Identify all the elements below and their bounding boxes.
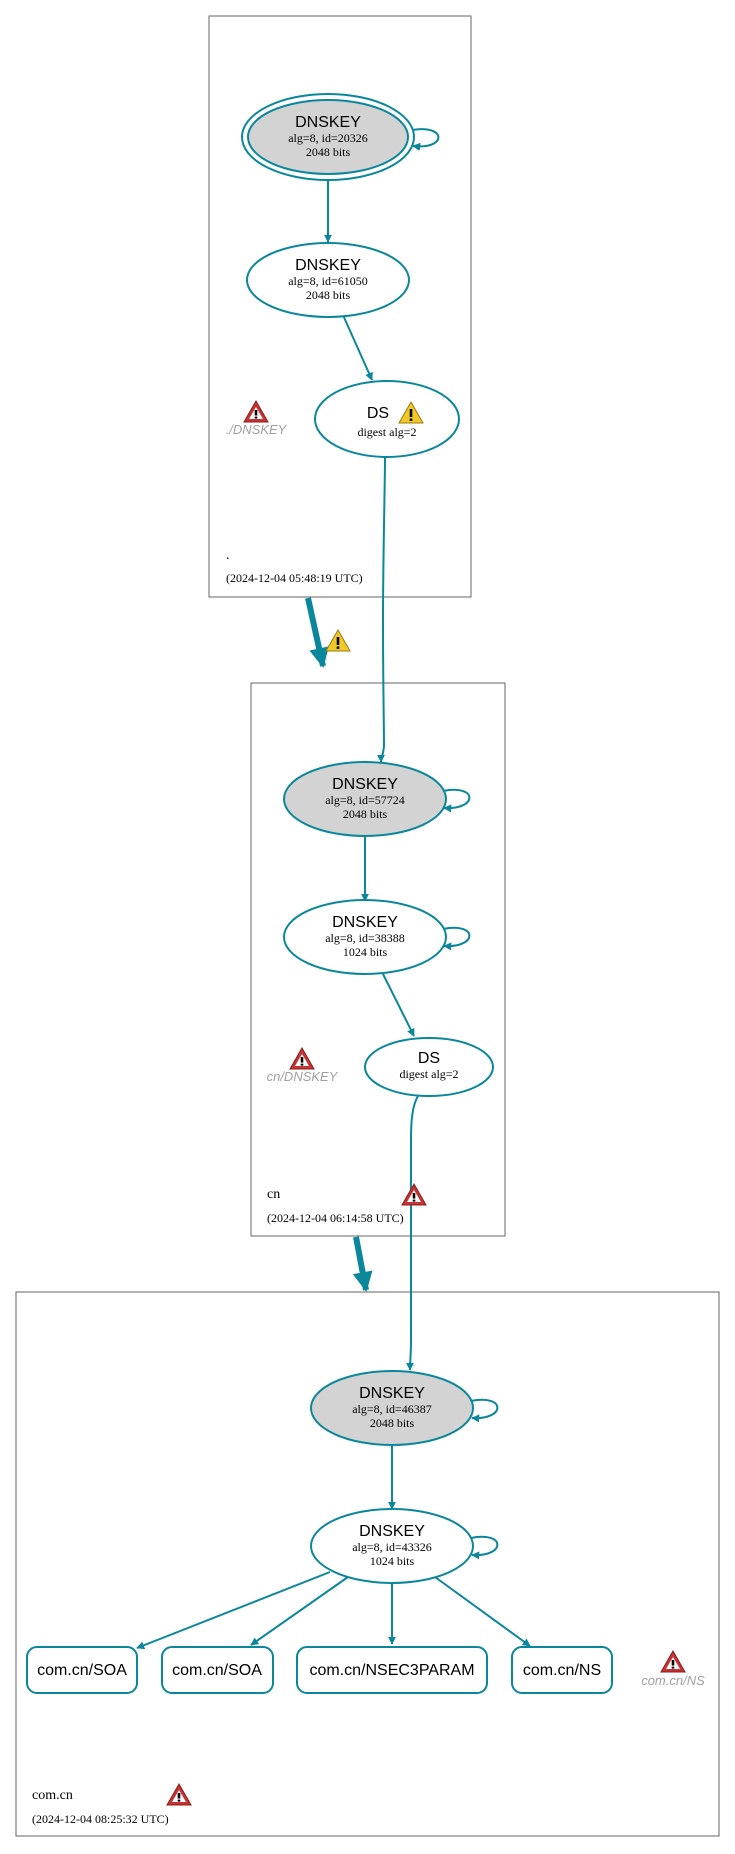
node-root-ksk-title: DNSKEY (295, 114, 361, 131)
edges (136, 128, 531, 1650)
record-soa-1: com.cn/SOA (26, 1646, 138, 1694)
node-root-ds: DS digest alg=2 (314, 380, 460, 458)
delegation-warning-icon (325, 629, 351, 652)
zone-cn-warning-icon (401, 1183, 427, 1206)
edge-comcn-zsk-to-soa2 (250, 1576, 349, 1646)
node-comcn-ksk: DNSKEY alg=8, id=46387 2048 bits (310, 1370, 474, 1446)
node-cn-ksk-line1: alg=8, id=57724 (325, 793, 405, 807)
node-cn-zsk-title: DNSKEY (332, 914, 398, 931)
node-cn-zsk: DNSKEY alg=8, id=38388 1024 bits (283, 899, 447, 975)
record-soa-2: com.cn/SOA (161, 1646, 274, 1694)
warning-comcn-ns: com.cn/NS (641, 1650, 705, 1688)
edge-comcn-zsk-to-soa1 (136, 1571, 331, 1650)
node-root-zsk-line2: 2048 bits (306, 288, 351, 302)
node-root-ds-line1: digest alg=2 (357, 425, 416, 439)
edge-cn-ds-to-comcn-ksk (406, 1095, 419, 1371)
edge-cn-ksk-self (442, 788, 471, 813)
warning-cn-dnskey-label: cn/DNSKEY (267, 1069, 339, 1084)
delegation-root-to-cn (305, 597, 329, 668)
zone-cn-name: cn (267, 1187, 280, 1202)
node-cn-ksk-title: DNSKEY (332, 776, 398, 793)
node-root-zsk-line1: alg=8, id=61050 (288, 274, 368, 288)
node-cn-ksk-line2: 2048 bits (343, 807, 388, 821)
record-ns: com.cn/NS (511, 1646, 613, 1694)
node-comcn-zsk-line1: alg=8, id=43326 (352, 1540, 432, 1554)
node-cn-ds: DS digest alg=2 (364, 1037, 494, 1097)
node-comcn-zsk: DNSKEY alg=8, id=43326 1024 bits (310, 1508, 474, 1584)
node-cn-ds-title: DS (418, 1050, 440, 1067)
node-cn-ds-line1: digest alg=2 (399, 1067, 458, 1081)
zone-comcn-cluster: com.cn (2024-12-04 08:25:32 UTC) (15, 1291, 720, 1837)
warning-root-dnskey-icon (243, 400, 269, 423)
node-root-zsk: DNSKEY alg=8, id=61050 2048 bits (246, 242, 410, 318)
node-cn-zsk-line2: 1024 bits (343, 945, 388, 959)
node-cn-ksk: DNSKEY alg=8, id=57724 2048 bits (283, 761, 447, 837)
record-nsec3param: com.cn/NSEC3PARAM (296, 1646, 488, 1694)
edge-comcn-zsk-to-ns (434, 1576, 531, 1647)
record-ns-label: com.cn/NS (523, 1662, 601, 1679)
edge-cn-zsk-to-ds (382, 973, 415, 1037)
warning-root-dnskey-label: ./DNSKEY (226, 422, 288, 437)
edge-root-ksk-self (411, 128, 440, 151)
edge-root-zsk-to-ds (342, 314, 373, 381)
zone-comcn-name: com.cn (32, 1788, 73, 1803)
node-comcn-ksk-line1: alg=8, id=46387 (352, 1402, 432, 1416)
zone-comcn-timestamp: (2024-12-04 08:25:32 UTC) (32, 1812, 169, 1826)
warning-comcn-ns-icon (660, 1650, 686, 1673)
zone-root-timestamp: (2024-12-04 05:48:19 UTC) (226, 571, 363, 585)
node-comcn-zsk-line2: 1024 bits (370, 1554, 415, 1568)
node-root-ds-title: DS (367, 405, 389, 422)
edge-comcn-zsk-self (470, 1535, 499, 1560)
zone-cn-timestamp: (2024-12-04 06:14:58 UTC) (267, 1211, 404, 1225)
warning-cn-dnskey-icon (289, 1047, 315, 1070)
edge-cn-zsk-self (442, 926, 471, 951)
edge-comcn-ksk-self (470, 1398, 499, 1423)
record-nsec3param-label: com.cn/NSEC3PARAM (309, 1662, 474, 1679)
node-comcn-ksk-line2: 2048 bits (370, 1416, 415, 1430)
zone-cn-cluster: cn (2024-12-04 06:14:58 UTC) (250, 682, 506, 1237)
record-soa-2-label: com.cn/SOA (172, 1662, 262, 1679)
zone-root-name: . (226, 548, 230, 563)
node-root-ksk-line1: alg=8, id=20326 (288, 131, 368, 145)
node-root-ksk-line2: 2048 bits (306, 145, 351, 159)
edge-root-ds-to-cn-ksk (377, 457, 386, 763)
warning-cn-dnskey: cn/DNSKEY (267, 1047, 339, 1084)
record-soa-1-label: com.cn/SOA (37, 1662, 127, 1679)
node-root-zsk-title: DNSKEY (295, 257, 361, 274)
node-cn-zsk-line1: alg=8, id=38388 (325, 931, 405, 945)
node-root-ksk: DNSKEY alg=8, id=20326 2048 bits (241, 93, 415, 181)
node-comcn-zsk-title: DNSKEY (359, 1523, 425, 1540)
warning-root-dnskey: ./DNSKEY (226, 400, 288, 437)
node-comcn-ksk-title: DNSKEY (359, 1385, 425, 1402)
zone-comcn-warning-icon (166, 1783, 192, 1806)
warning-comcn-ns-label: com.cn/NS (641, 1673, 705, 1688)
delegation-cn-to-comcn (352, 1236, 373, 1292)
zone-root-cluster: . (2024-12-04 05:48:19 UTC) (208, 15, 472, 598)
delegation-edges (305, 597, 373, 1292)
